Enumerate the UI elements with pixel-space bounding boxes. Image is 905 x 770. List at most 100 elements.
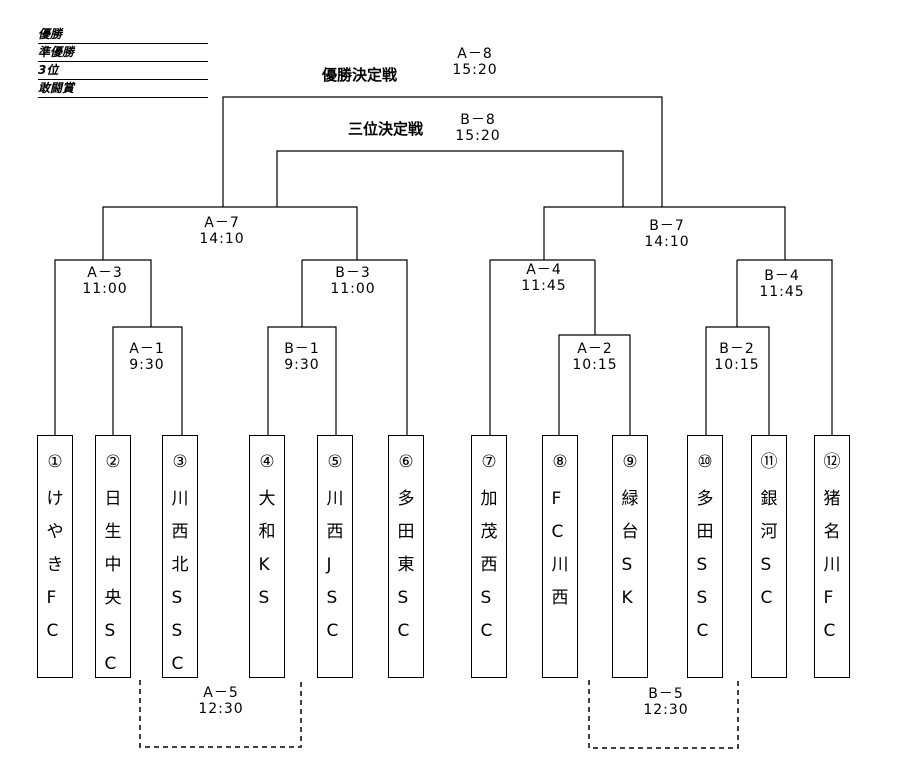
team-name-char: 和 (258, 522, 276, 542)
team-number: ⑫ (823, 452, 841, 472)
match-id: B－8 (460, 112, 496, 128)
match-id: A－2 (577, 341, 613, 357)
match-time: 10:15 (714, 357, 760, 373)
team-name-char: 中 (104, 555, 122, 575)
team-name-char: F (551, 489, 562, 509)
match-id: B－2 (719, 341, 755, 357)
team-name-char: 多 (696, 489, 714, 509)
result-runner-up-label: 準優勝 (38, 45, 208, 62)
match-a8: A－8 15:20 (430, 46, 520, 78)
bracket-b2 (705, 260, 770, 435)
team-number: ⑨ (622, 452, 638, 472)
bracket-b8 (276, 150, 624, 207)
team-name-char: 台 (621, 522, 639, 542)
match-time: 10:15 (572, 357, 618, 373)
team-name-char: S (480, 588, 492, 608)
team-number: ① (47, 452, 63, 472)
match-a5: A－5 12:30 (176, 685, 266, 717)
team-name-char: き (46, 555, 64, 575)
bracket-b7 (543, 206, 786, 260)
team-name-char: C (551, 522, 564, 542)
match-time: 11:45 (759, 284, 805, 300)
team-number: ⑥ (398, 452, 414, 472)
result-third-label: 3位 (38, 63, 208, 80)
team-name-char: C (46, 621, 59, 641)
team-number: ② (105, 452, 121, 472)
team-name-char: K (621, 588, 633, 608)
team-name-char: や (46, 522, 64, 542)
team-name-char: 猪 (823, 489, 841, 509)
team-name-char: C (696, 621, 709, 641)
match-id: A－5 (203, 685, 239, 701)
match-time: 11:45 (521, 278, 567, 294)
team-name-char: S (760, 555, 772, 575)
team-name-char: S (696, 555, 708, 575)
bracket-a1 (112, 300, 183, 435)
team-name-char: 川 (171, 489, 189, 509)
match-time: 9:30 (129, 357, 165, 373)
match-time: 11:00 (82, 281, 128, 297)
team-name-char: C (326, 621, 339, 641)
match-a1: A－1 9:30 (107, 341, 187, 373)
team-name-char: 川 (551, 555, 569, 575)
team-name-char: S (326, 588, 338, 608)
match-time: 9:30 (284, 357, 320, 373)
team-name-char: F (46, 588, 57, 608)
team-name-char: 西 (480, 555, 498, 575)
match-id: A－1 (129, 341, 165, 357)
team-name-char: C (823, 621, 836, 641)
team-name-char: 西 (326, 522, 344, 542)
match-time: 15:20 (452, 62, 498, 78)
team-number: ⑤ (327, 452, 343, 472)
bracket-a4 (489, 259, 595, 435)
bracket-b3 (302, 259, 408, 435)
match-id: A－7 (204, 215, 240, 231)
team-name-char: 川 (823, 555, 841, 575)
bracket-b1 (267, 260, 337, 435)
match-time: 14:10 (199, 231, 245, 247)
bracket-a2 (558, 260, 631, 435)
team-name-char: S (397, 588, 409, 608)
team-name-char: K (258, 555, 270, 575)
team-number: ⑪ (760, 452, 778, 472)
team-name-char: 銀 (760, 489, 778, 509)
team-number: ⑦ (481, 452, 497, 472)
match-time: 12:30 (643, 702, 689, 718)
team-name-char: 名 (823, 522, 841, 542)
match-b7: B－7 14:10 (622, 218, 712, 250)
team-name-char: C (480, 621, 493, 641)
team-name-char: 大 (258, 489, 276, 509)
team-name-char: 田 (696, 522, 714, 542)
match-time: 12:30 (198, 701, 244, 717)
team-name-char: S (258, 588, 270, 608)
match-a2: A－2 10:15 (555, 341, 635, 373)
team-name-char: C (171, 654, 184, 674)
bracket-b4 (737, 259, 833, 435)
match-id: B－1 (284, 341, 320, 357)
team-name-char: S (104, 621, 116, 641)
match-b2: B－2 10:15 (697, 341, 777, 373)
bracket-a5 (139, 680, 302, 748)
team-name-char: 茂 (480, 522, 498, 542)
team-name-char: S (171, 588, 183, 608)
match-id: A－3 (87, 265, 123, 281)
team-name-char: C (397, 621, 410, 641)
